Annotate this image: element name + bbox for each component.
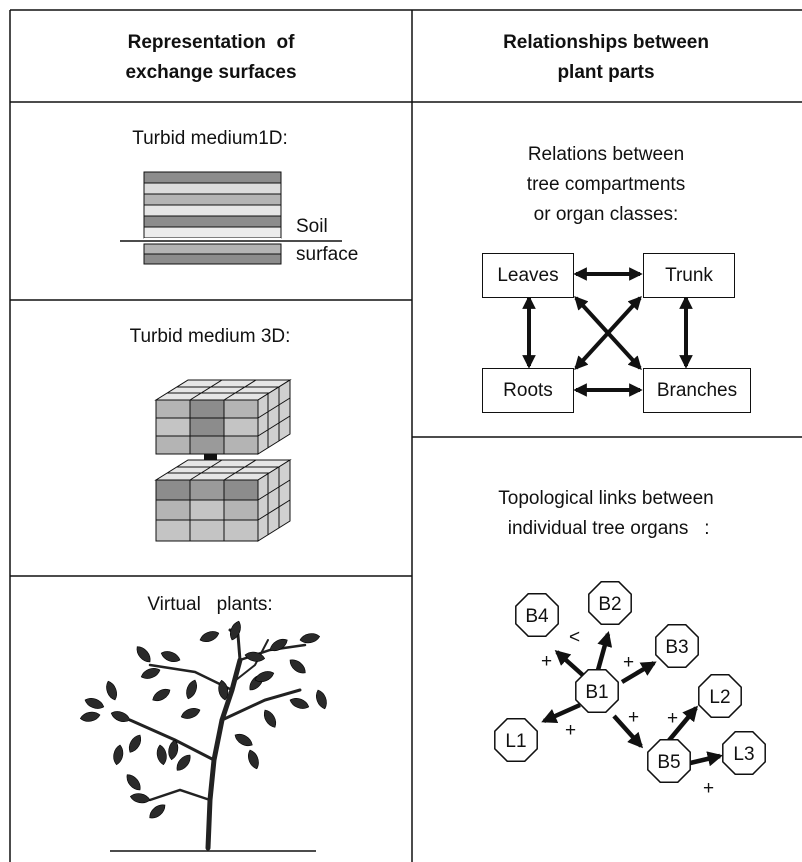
node-label: B5 (657, 752, 680, 773)
topology-marks: < + + + + + + (541, 627, 714, 799)
node-b4: B4 (515, 593, 559, 637)
header-exchange-surfaces: Representation of exchange surfaces (125, 32, 297, 83)
turbid-3d-lower-block (154, 459, 292, 542)
mark-b1-b3: + (623, 652, 634, 673)
compartments-title: Relations between tree compartments or o… (526, 144, 686, 225)
node-octagon (698, 674, 742, 718)
turbid-3d-title: Turbid medium 3D: (129, 326, 291, 347)
topology-title: Topological links between individual tre… (498, 488, 714, 539)
mark-b1-l1: + (565, 720, 576, 741)
node-b3: B3 (655, 624, 699, 668)
box-roots: Roots (482, 368, 574, 413)
node-b2: B2 (588, 581, 632, 625)
node-label: B1 (585, 682, 608, 703)
surface-label: surface (296, 244, 359, 265)
node-octagon (588, 581, 632, 625)
mark-b1-b5: + (628, 707, 639, 728)
grid-lines (9, 9, 802, 862)
mark-b5-l2: + (667, 708, 678, 729)
node-octagon (655, 624, 699, 668)
node-label: L3 (733, 744, 754, 765)
node-label: B2 (598, 594, 621, 615)
node-octagon (647, 739, 691, 783)
topology-arrows (541, 631, 723, 767)
virtual-plants-title: Virtual plants: (147, 594, 273, 615)
compartment-arrows (522, 267, 693, 397)
node-l1: L1 (494, 718, 538, 762)
box-branches: Branches (643, 368, 751, 413)
header-plant-relationships: Relationships between plant parts (503, 32, 709, 83)
box-trunk: Trunk (643, 253, 735, 298)
turbid-1d-layers (143, 171, 282, 265)
node-label: L2 (709, 687, 730, 708)
node-b1: B1 (575, 669, 619, 713)
node-label: L1 (505, 731, 526, 752)
turbid-3d-upper-block (154, 379, 292, 455)
node-octagon (575, 669, 619, 713)
node-label: B4 (525, 606, 549, 627)
virtual-plant (79, 620, 327, 852)
mark-b5-l3: + (703, 778, 714, 799)
turbid-1d-title: Turbid medium1D: (132, 128, 288, 149)
node-octagon (515, 593, 559, 637)
node-b5: B5 (647, 739, 691, 783)
mark-b1-b2: < (569, 627, 580, 648)
mark-b1-b4: + (541, 651, 552, 672)
node-label: B3 (665, 637, 688, 658)
box-leaves: Leaves (482, 253, 574, 298)
node-octagon (494, 718, 538, 762)
node-l2: L2 (698, 674, 742, 718)
node-octagon (722, 731, 766, 775)
node-l3: L3 (722, 731, 766, 775)
soil-label: Soil (296, 216, 328, 237)
